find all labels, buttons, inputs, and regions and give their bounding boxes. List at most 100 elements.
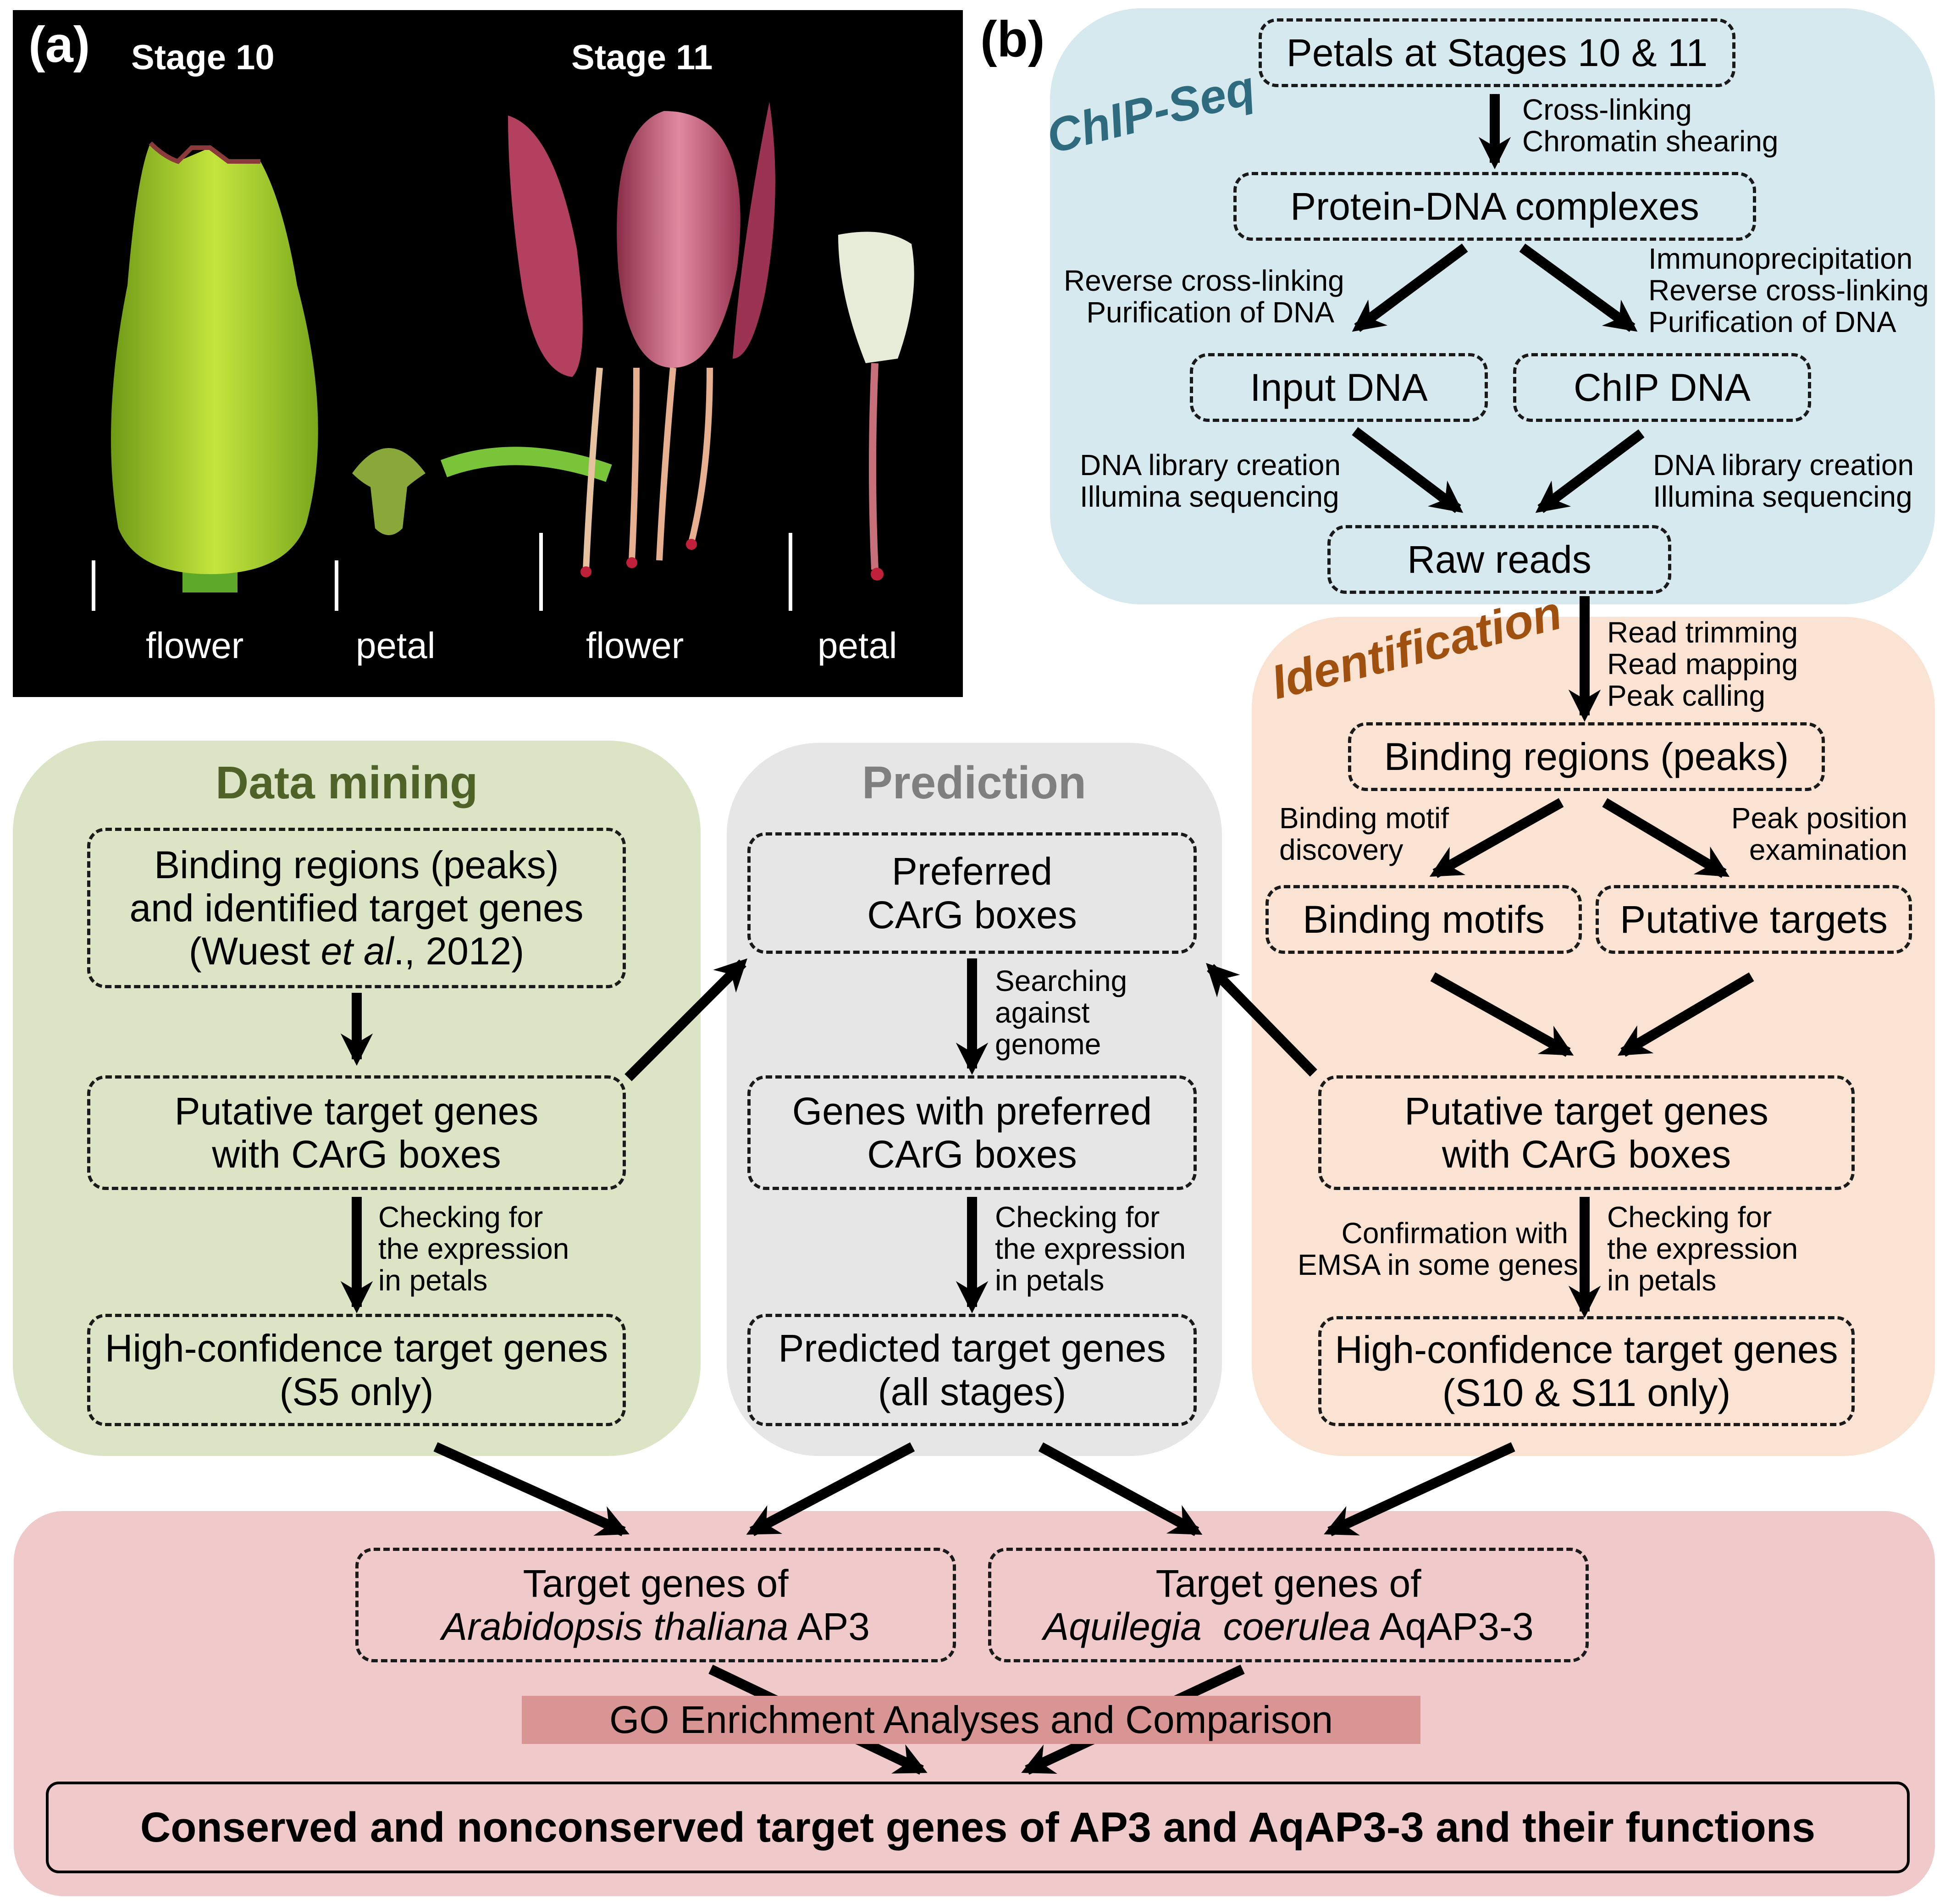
arrow-chip-to-raw	[1535, 429, 1645, 513]
go-enrichment-banner: GO Enrichment Analyses and Comparison	[522, 1696, 1420, 1744]
box-putative-genes-dm-line2: with CArG boxes	[212, 1133, 501, 1176]
label-checking-id: Checking for the expression in petals	[1607, 1201, 1798, 1297]
arrow-id-to-aq	[1324, 1442, 1515, 1536]
arrow-binding-to-motifs	[1429, 798, 1564, 878]
arrow-binding-to-targets	[1602, 798, 1730, 878]
arrow-putative-dm-to-preferred	[624, 958, 747, 1081]
box-genes-preferred-line2: CArG boxes	[867, 1133, 1077, 1176]
panel-b-label: (b)	[980, 11, 1045, 67]
label-reverse-left: Reverse cross-linking Purification of DN…	[1064, 264, 1344, 329]
box-preferred-carg-line2: CArG boxes	[867, 893, 1077, 936]
box-putative-targets: Putative targets	[1596, 885, 1912, 954]
arrow-complexes-to-input	[1352, 244, 1468, 332]
box-preferred-carg-line1: Preferred	[891, 850, 1053, 893]
data-mining-panel	[13, 741, 701, 1456]
species-aquilegia: Aquilegia coerulea	[1043, 1605, 1371, 1648]
box-aquilegia-targets: Target genes of Aquilegia coerulea AqAP3…	[988, 1548, 1589, 1662]
conclusion-text: Conserved and nonconserved target genes …	[140, 1804, 1816, 1851]
box-putative-targets-text: Putative targets	[1620, 897, 1888, 941]
box-highconf-dm-line2: (S5 only)	[279, 1370, 434, 1413]
scale-bar	[92, 560, 95, 611]
box-highconf-dm: High-confidence target genes (S5 only)	[87, 1314, 626, 1426]
box-binding-wuest: Binding regions (peaks) and identified t…	[87, 828, 626, 988]
box-predicted-line1: Predicted target genes	[778, 1327, 1166, 1370]
arrow-targets-to-putative	[1617, 972, 1754, 1057]
box-highconf-id-line2: (S10 & S11 only)	[1442, 1371, 1731, 1414]
box-complexes-text: Protein-DNA complexes	[1290, 184, 1699, 228]
panel-a-label: (a)	[28, 17, 90, 73]
prediction-panel	[727, 743, 1222, 1456]
label-library-left: DNA library creation Illumina sequencing	[1080, 448, 1341, 514]
label-peak-position: Peak position examination	[1731, 802, 1907, 867]
conclusion-box: Conserved and nonconserved target genes …	[46, 1782, 1910, 1873]
box-binding-wuest-line1: Binding regions (peaks)	[154, 843, 559, 886]
label-immunoprecipitation: Immunoprecipitation Reverse cross-linkin…	[1648, 242, 1929, 339]
box-predicted-line2: (all stages)	[878, 1370, 1066, 1413]
label-searching: Searching against genome	[995, 964, 1127, 1061]
box-binding-motifs: Binding motifs	[1265, 885, 1582, 954]
box-genes-preferred-line1: Genes with preferred	[792, 1089, 1152, 1133]
caption-flower-11: flower	[586, 625, 684, 666]
box-putative-genes-dm-line1: Putative target genes	[174, 1089, 539, 1133]
box-binding-regions-text: Binding regions (peaks)	[1384, 735, 1789, 778]
box-complexes: Protein-DNA complexes	[1233, 172, 1756, 241]
gene-ap3: AP3	[788, 1605, 870, 1648]
box-petals: Petals at Stages 10 & 11	[1259, 18, 1735, 87]
box-predicted: Predicted target genes (all stages)	[747, 1314, 1197, 1426]
citation: (Wuest et al., 2012)	[189, 930, 525, 973]
arrow-motifs-to-putative	[1430, 972, 1574, 1057]
label-library-right: DNA library creation Illumina sequencing	[1653, 448, 1914, 514]
gene-aqap3-3: AqAP3-3	[1370, 1605, 1534, 1648]
citation-etal: et al	[320, 930, 394, 973]
stage10-label: Stage 10	[131, 38, 275, 77]
box-arabidopsis-line1: Target genes of	[523, 1561, 789, 1605]
label-crosslinking: Cross-linking Chromatin shearing	[1522, 93, 1779, 158]
arrow-input-to-raw	[1352, 427, 1464, 513]
prediction-title: Prediction	[862, 757, 1086, 808]
stage11-label: Stage 11	[571, 38, 713, 77]
scale-bar	[539, 533, 543, 611]
label-checking-pred: Checking for the expression in petals	[995, 1201, 1186, 1297]
scale-bar	[789, 533, 792, 611]
arrow-pred-to-at	[746, 1442, 915, 1536]
flower-photo-panel: (a) Stage 10 Stage 11	[13, 10, 963, 697]
box-binding-regions: Binding regions (peaks)	[1348, 722, 1825, 791]
box-genes-preferred: Genes with preferred CArG boxes	[747, 1075, 1197, 1190]
box-highconf-dm-line1: High-confidence target genes	[105, 1327, 608, 1370]
box-aquilegia-line2: Aquilegia coerulea AqAP3-3	[1043, 1605, 1533, 1648]
stage10-petal	[352, 448, 425, 535]
box-putative-genes-id-line2: with CArG boxes	[1442, 1133, 1731, 1176]
caption-flower-10: flower	[146, 625, 244, 666]
box-chip-dna-text: ChIP DNA	[1574, 365, 1751, 409]
caption-petal-10: petal	[356, 625, 436, 666]
citation-post: ., 2012)	[393, 930, 525, 973]
stage11-petal	[838, 232, 914, 581]
box-highconf-id-line1: High-confidence target genes	[1335, 1328, 1838, 1371]
box-binding-motifs-text: Binding motifs	[1303, 897, 1545, 941]
data-mining-title: Data mining	[215, 757, 478, 808]
box-arabidopsis-line2: Arabidopsis thaliana AP3	[442, 1605, 870, 1648]
box-raw-reads: Raw reads	[1327, 525, 1671, 594]
label-checking-dm: Checking for the expression in petals	[378, 1201, 569, 1297]
box-preferred-carg: Preferred CArG boxes	[747, 832, 1197, 954]
arrow-dm-to-at	[433, 1442, 630, 1537]
label-emsa: Confirmation with EMSA in some genes	[1298, 1217, 1578, 1282]
scale-bar	[335, 560, 338, 611]
arrow-complexes-to-chip	[1519, 244, 1638, 332]
box-chip-dna: ChIP DNA	[1513, 353, 1811, 422]
stage11-flower	[440, 102, 775, 577]
caption-petal-11: petal	[818, 625, 897, 666]
label-motif-discovery: Binding motif discovery	[1279, 802, 1449, 867]
box-putative-genes-dm: Putative target genes with CArG boxes	[87, 1075, 626, 1190]
box-raw-reads-text: Raw reads	[1407, 537, 1591, 581]
box-input-dna: Input DNA	[1190, 353, 1488, 422]
label-read-trimming: Read trimming Read mapping Peak calling	[1607, 616, 1798, 713]
box-petals-text: Petals at Stages 10 & 11	[1286, 31, 1708, 74]
box-putative-genes-id: Putative target genes with CArG boxes	[1318, 1075, 1855, 1190]
box-input-dna-text: Input DNA	[1250, 365, 1428, 409]
arrow-pred-to-aq	[1038, 1442, 1203, 1536]
box-arabidopsis-targets: Target genes of Arabidopsis thaliana AP3	[355, 1548, 956, 1662]
go-enrichment-text: GO Enrichment Analyses and Comparison	[609, 1698, 1333, 1741]
flower-illustration	[92, 102, 914, 611]
